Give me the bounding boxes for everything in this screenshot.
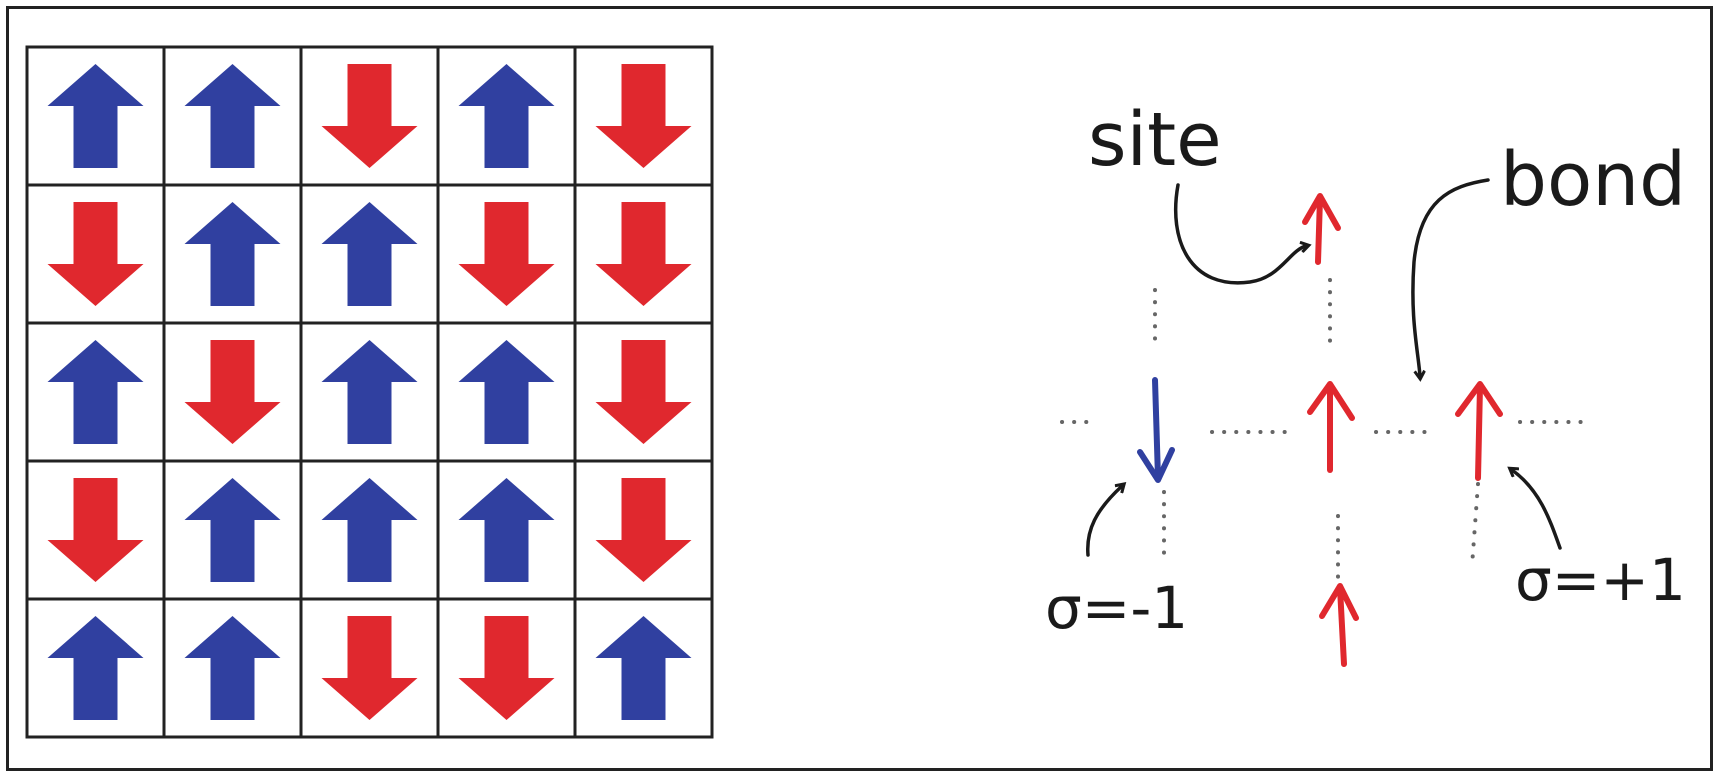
spin-right-up-arrow (1455, 381, 1503, 481)
spin-up-arrow-icon (458, 340, 555, 444)
lattice-cell-r4-c2 (162, 459, 303, 601)
spin-up-arrow-icon (184, 64, 281, 168)
lattice-cell-r4-c4 (436, 459, 577, 601)
lattice-cell-r3-c4 (436, 321, 577, 463)
lattice-cell-r2-c2 (162, 183, 303, 325)
spin-up-arrow-icon (184, 202, 281, 306)
lattice-cell-r4-c5 (573, 459, 714, 601)
spin-center-up-arrow (1307, 381, 1355, 473)
lattice-cell-r5-c4 (436, 597, 577, 739)
lattice-cell-r3-c3 (299, 321, 440, 463)
dotted-bond-lines (1060, 278, 1594, 580)
spin-up-arrow-icon (47, 64, 144, 168)
lattice-cell-r2-c5 (573, 183, 714, 325)
spin-down-arrow-icon (321, 616, 418, 720)
label-site: site (1088, 97, 1222, 183)
sigma-minus-pointer-arrow (1086, 486, 1122, 557)
spin-up-arrow-icon (321, 478, 418, 582)
lattice-cell-r2-c1 (25, 183, 166, 325)
lattice-cell-r2-c4 (436, 183, 577, 325)
spin-top-up-arrow (1302, 193, 1341, 265)
spin-down-arrow-icon (595, 64, 692, 168)
spin-up-arrow-icon (184, 616, 281, 720)
lattice-cell-r5-c5 (573, 597, 714, 739)
dotted-line-right-bottom (1470, 482, 1480, 568)
spin-up-arrow-icon (458, 478, 555, 582)
lattice-cell-r5-c2 (162, 597, 303, 739)
label-sigma-plus-one: σ=+1 (1515, 546, 1686, 614)
spin-up-arrow-icon (595, 616, 692, 720)
label-sigma-minus-one: σ=-1 (1045, 574, 1188, 642)
spin-up-arrow-icon (47, 340, 144, 444)
lattice-cell-r4-c3 (299, 459, 440, 601)
spin-bottom-up-arrow (1319, 583, 1359, 667)
lattice-cell-r1-c5 (573, 45, 714, 187)
spin-down-arrow-icon (47, 202, 144, 306)
lattice-border (25, 45, 714, 739)
spin-down-arrow-icon (47, 478, 144, 582)
spin-down-arrow-icon (595, 478, 692, 582)
label-bond: bond (1500, 137, 1686, 223)
site-pointer-arrow (1173, 183, 1306, 285)
lattice-cell-r1-c4 (436, 45, 577, 187)
bond-pointer-arrow (1411, 178, 1490, 376)
lattice-cell-r3-c5 (573, 321, 714, 463)
spin-left-down-arrow (1137, 377, 1175, 483)
lattice-cell-r2-c3 (299, 183, 440, 325)
spin-down-arrow-icon (458, 202, 555, 306)
lattice-cell-r1-c2 (162, 45, 303, 187)
spin-up-arrow-icon (184, 478, 281, 582)
spin-up-arrow-icon (321, 340, 418, 444)
lattice-cell-r3-c1 (25, 321, 166, 463)
lattice-cell-r3-c2 (162, 321, 303, 463)
spin-down-arrow-icon (595, 340, 692, 444)
spin-down-arrow-icon (458, 616, 555, 720)
lattice-cell-r1-c1 (25, 45, 166, 187)
sigma-plus-pointer-arrow (1512, 470, 1562, 550)
spin-lattice (25, 45, 714, 739)
spin-down-arrow-icon (184, 340, 281, 444)
lattice-cell-r1-c3 (299, 45, 440, 187)
spin-down-arrow-icon (321, 64, 418, 168)
spin-up-arrow-icon (47, 616, 144, 720)
spin-up-arrow-icon (321, 202, 418, 306)
lattice-cell-r4-c1 (25, 459, 166, 601)
spin-down-arrow-icon (595, 202, 692, 306)
lattice-cell-r5-c3 (299, 597, 440, 739)
lattice-cell-r5-c1 (25, 597, 166, 739)
spin-up-arrow-icon (458, 64, 555, 168)
